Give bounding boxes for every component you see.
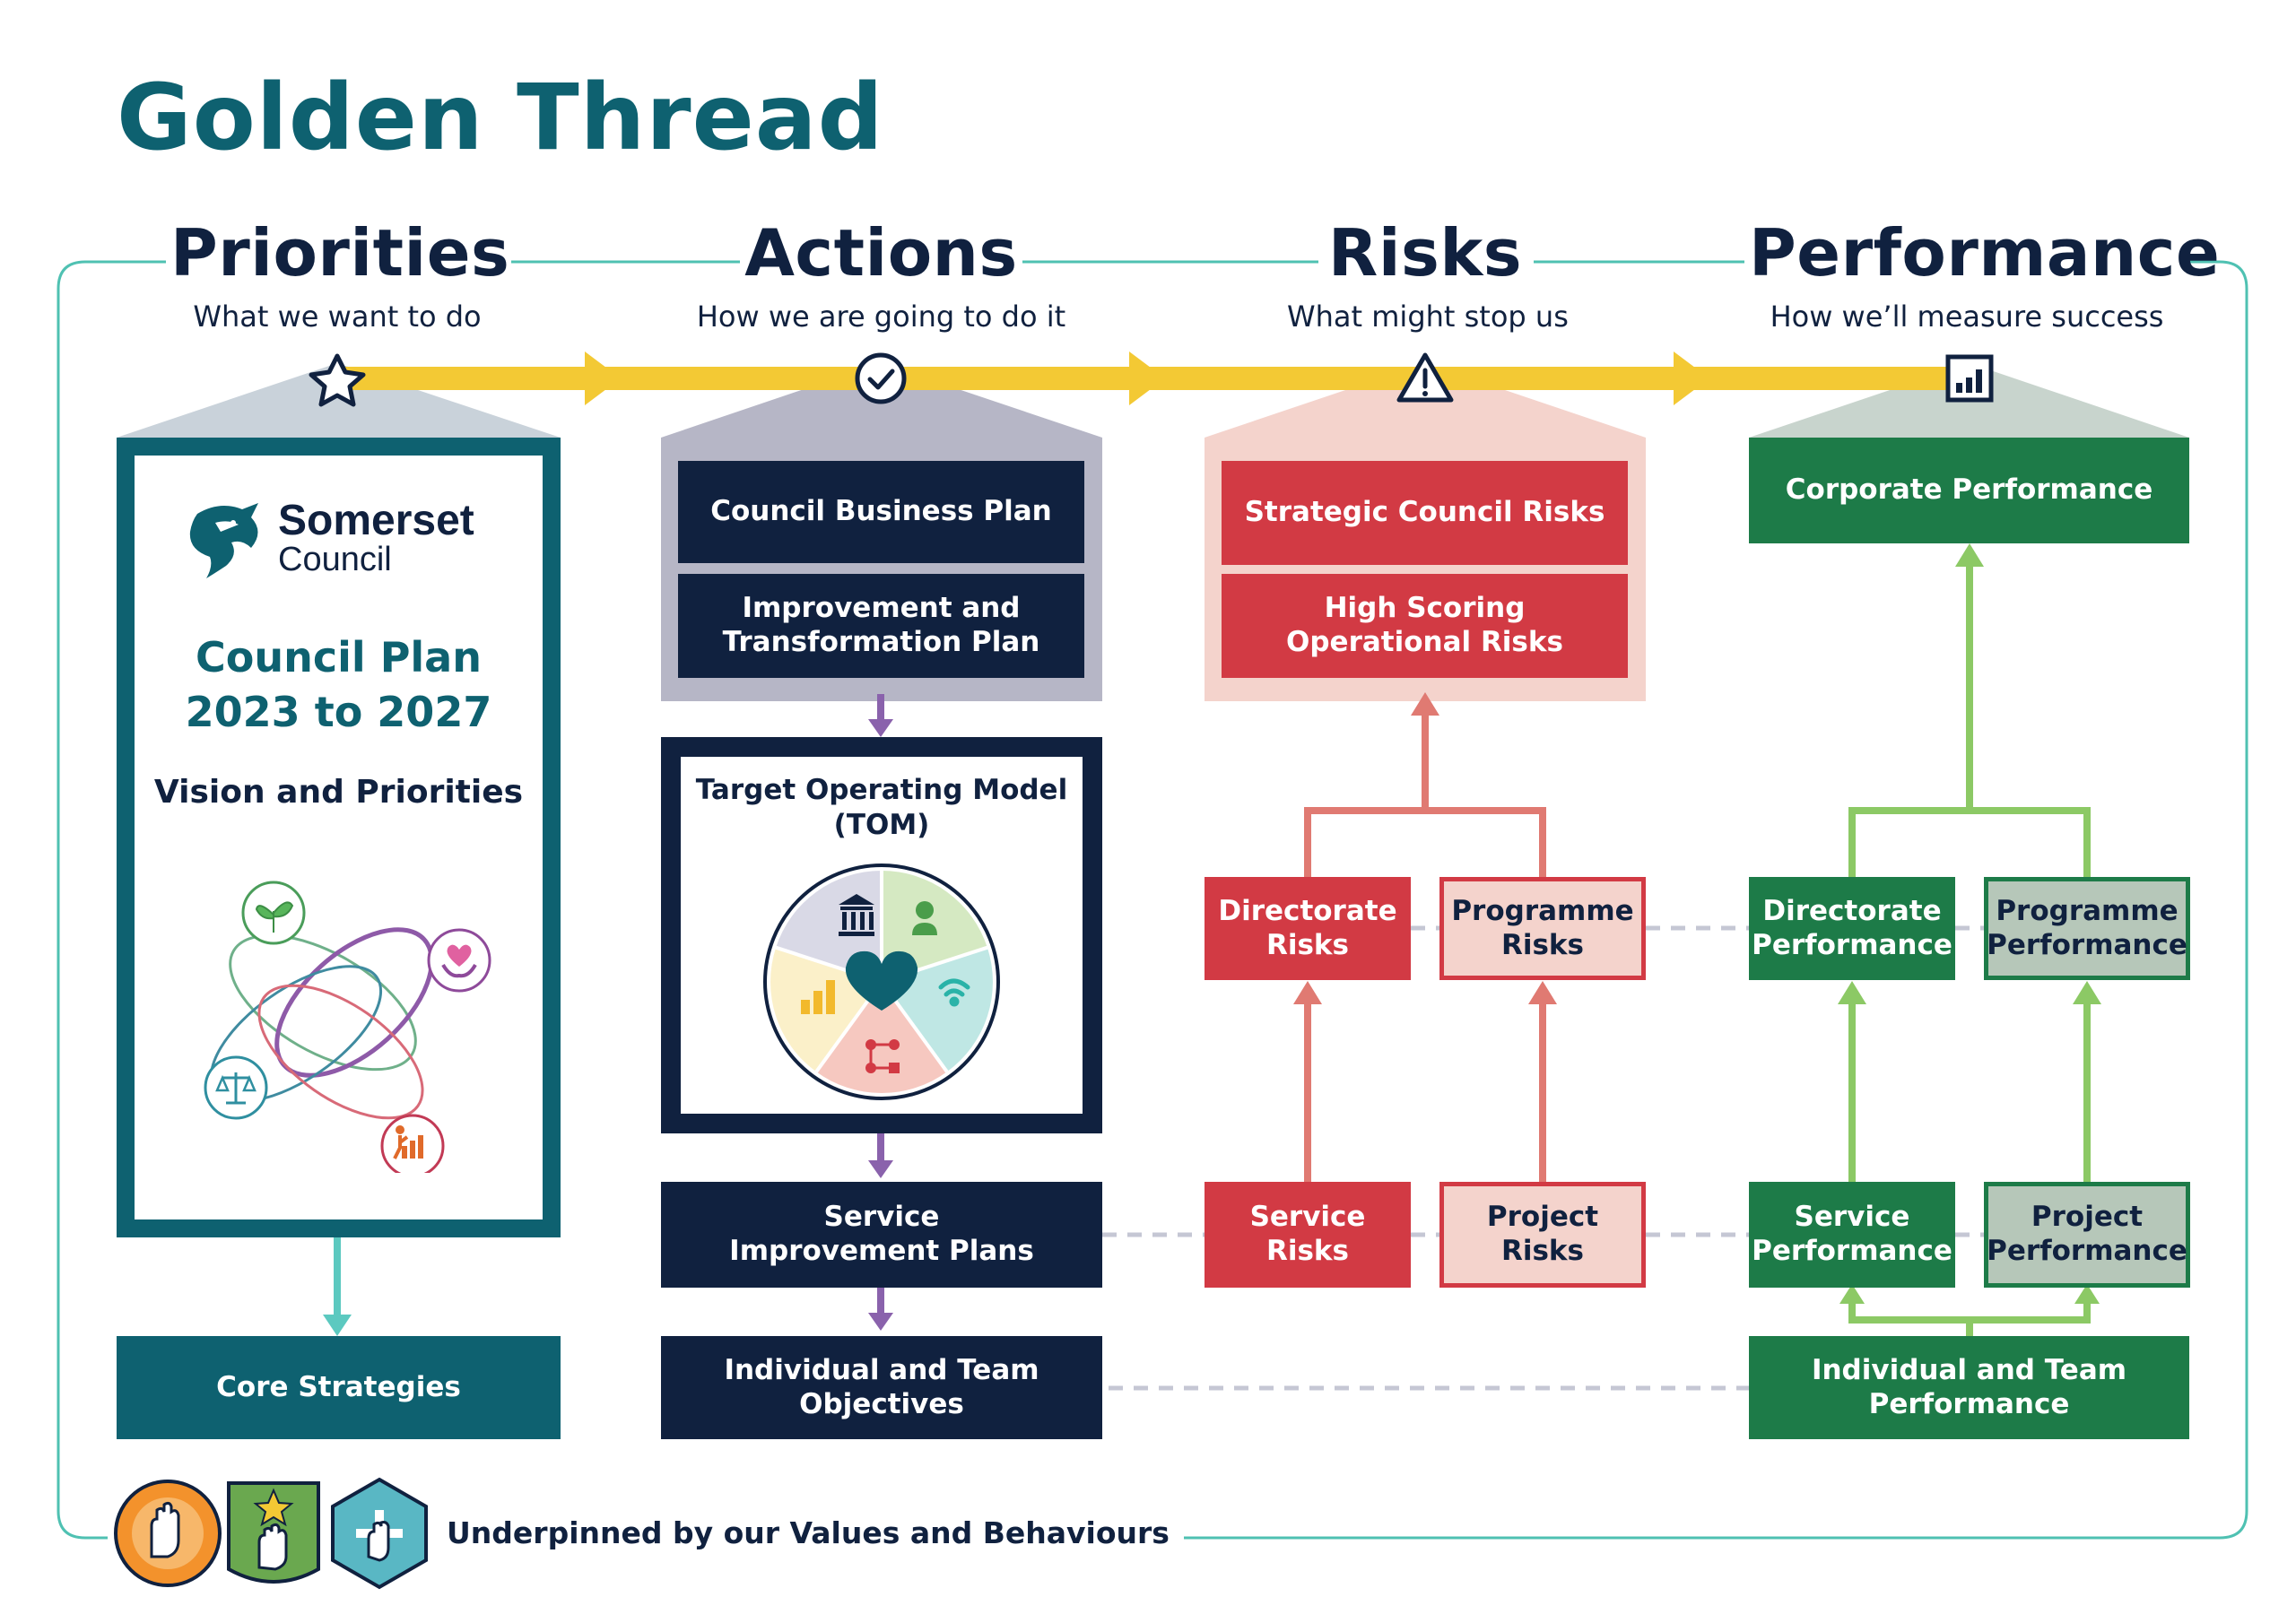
somerset-logo: Somerset Council (179, 487, 520, 586)
column-performance: Performance How we’ll measure success (1749, 215, 2221, 334)
heading-actions: Actions (744, 215, 1018, 291)
dragon-logo-icon (189, 503, 258, 578)
values-badges (114, 1477, 428, 1590)
person-icon (912, 901, 937, 935)
service-performance-box: Service Performance (1749, 1182, 1955, 1288)
service-improvement-plans-box: Service Improvement Plans (661, 1182, 1102, 1288)
tom-wheel (763, 864, 1000, 1100)
check-circle-icon (855, 352, 907, 404)
high-scoring-risks-box: High Scoring Operational Risks (1222, 574, 1628, 678)
core-strategies-box: Core Strategies (117, 1336, 561, 1439)
directorate-performance-box: Directorate Performance (1749, 877, 1955, 980)
scales-icon (204, 1055, 268, 1120)
plan-title: Council Plan 2023 to 2027 (185, 633, 492, 737)
improvement-plan-box: Improvement and Transformation Plan (678, 574, 1084, 678)
tom-card: Target Operating Model (TOM) (661, 737, 1102, 1133)
heart-hands-icon (427, 928, 491, 993)
warning-triangle-icon (1396, 352, 1454, 403)
council-plan-card: Somerset Council Council Plan 2023 to 20… (117, 438, 561, 1237)
column-risks: Risks What might stop us (1287, 215, 1569, 334)
project-performance-box: Project Performance (1984, 1182, 2190, 1288)
corporate-performance-box: Corporate Performance (1749, 438, 2189, 543)
heart-icon (845, 950, 918, 1011)
star-icon (309, 353, 366, 407)
individual-team-objectives-box: Individual and Team Objectives (661, 1336, 1102, 1439)
column-actions: Actions How we are going to do it (697, 215, 1065, 334)
strategic-council-risks-box: Strategic Council Risks (1222, 461, 1628, 565)
project-risks-box: Project Risks (1439, 1182, 1646, 1288)
plan-subtitle: Vision and Priorities (153, 774, 524, 811)
wifi-icon (938, 978, 970, 1007)
heading-risks: Risks (1327, 215, 1523, 291)
directorate-risks-box: Directorate Risks (1205, 877, 1411, 980)
values-behaviours-label: Underpinned by our Values and Behaviours (447, 1515, 1170, 1550)
subheading-actions: How we are going to do it (696, 299, 1066, 334)
programme-risks-box: Programme Risks (1439, 877, 1646, 980)
subheading-risks: What might stop us (1287, 299, 1569, 334)
heading-priorities: Priorities (170, 215, 510, 291)
building-icon (839, 894, 874, 936)
outer-frame (57, 260, 166, 1540)
page-title: Golden Thread (117, 65, 884, 171)
joined-hands-icon (331, 1477, 428, 1590)
footer-text: Underpinned by our Values and Behaviours (439, 1515, 1184, 1551)
logo-sub: Council (278, 541, 392, 578)
hands-together-icon (114, 1480, 222, 1587)
subheading-performance: How we’ll measure success (1770, 299, 2164, 334)
raised-hand-star-icon (227, 1481, 320, 1584)
bar-chart-small-icon (801, 980, 835, 1014)
seedling-icon (241, 881, 306, 945)
column-priorities: Priorities What we want to do (170, 215, 510, 334)
heading-performance: Performance (1749, 215, 2221, 291)
bar-chart-icon (1945, 354, 1994, 403)
service-risks-box: Service Risks (1205, 1182, 1411, 1288)
subheading-priorities: What we want to do (193, 299, 482, 334)
priorities-graphic (204, 881, 491, 1173)
priorities-roof (117, 363, 561, 438)
programme-performance-box: Programme Performance (1984, 877, 2190, 980)
process-icon (865, 1039, 900, 1073)
individual-team-performance-box: Individual and Team Performance (1749, 1336, 2189, 1439)
tom-title: Target Operating Model (TOM) (695, 774, 1068, 841)
growth-person-icon (380, 1114, 445, 1173)
logo-name: Somerset (278, 497, 474, 544)
council-business-plan-box: Council Business Plan (678, 461, 1084, 563)
